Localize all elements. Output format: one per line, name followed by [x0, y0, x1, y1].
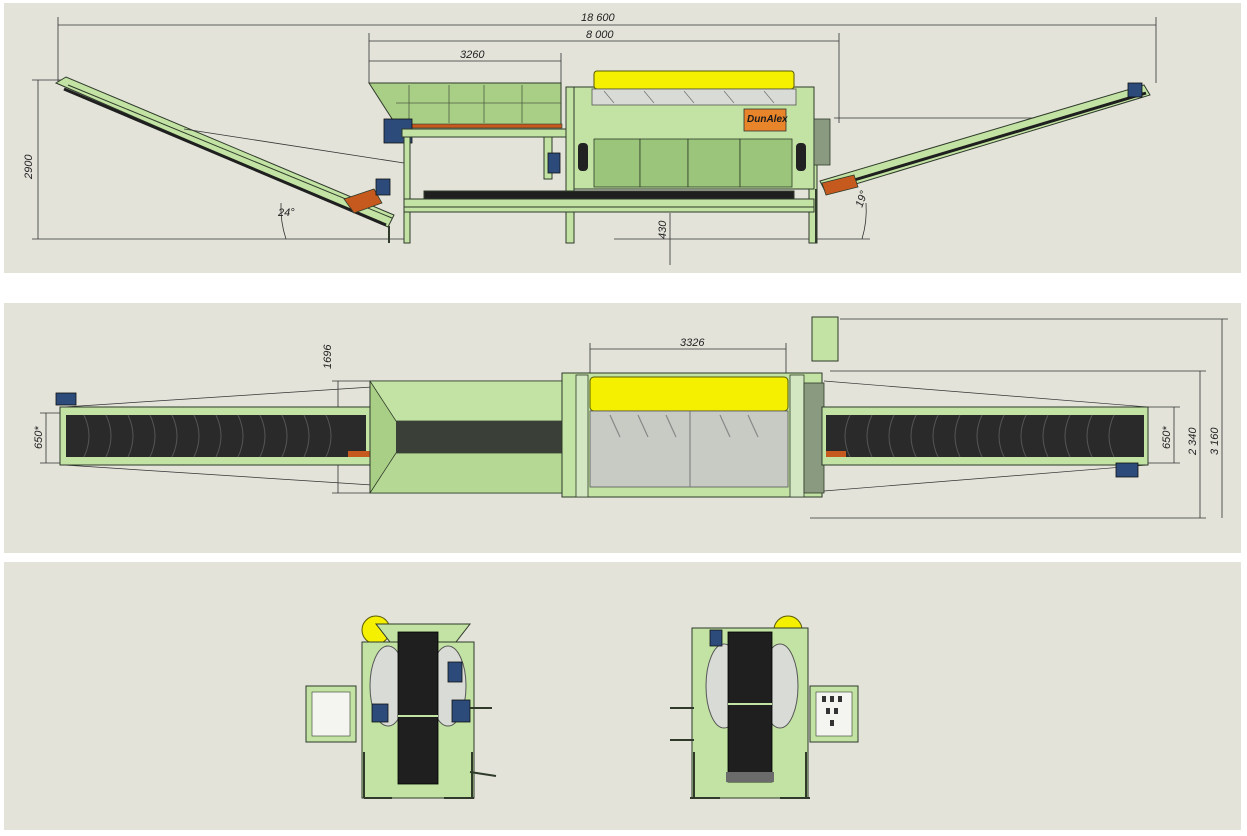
right-conveyor: [815, 82, 1151, 243]
drum-length-label: 3326: [680, 337, 705, 349]
left-conveyor: [54, 76, 405, 243]
side-dimension-lines: [32, 17, 1157, 265]
brand-label: DunAlex: [747, 114, 788, 125]
frame-width-label: 2 340: [1187, 427, 1199, 456]
top-dimension-lines: [40, 318, 1228, 519]
overall-length-label: 18 600: [581, 12, 616, 24]
drum-housing: DunAlex: [547, 70, 831, 190]
top-view-panel: 3326 1696 650* 650* 2 340 3 160: [4, 303, 1241, 553]
end-views-drawing: [305, 615, 859, 799]
hopper-top: [369, 380, 563, 494]
height-label: 2900: [23, 154, 35, 180]
drum-top: [561, 316, 839, 498]
left-angle-label: 24°: [277, 207, 295, 219]
front-end-view: [305, 615, 497, 799]
hopper-length-label: 3260: [460, 49, 485, 61]
hopper: [368, 82, 563, 144]
overall-width-label: 3 160: [1209, 427, 1221, 455]
side-view-drawing: 18 600 8 000 3260 2900 24° 19° 430: [23, 12, 1157, 265]
side-view-panel: 18 600 8 000 3260 2900 24° 19° 430: [4, 3, 1241, 273]
clearance-label: 430: [657, 220, 669, 239]
right-conveyor-top: [821, 380, 1149, 492]
belt-width-right-label: 650*: [1161, 426, 1173, 449]
left-conveyor-top: [55, 386, 373, 486]
top-view-drawing: 3326 1696 650* 650* 2 340 3 160: [33, 316, 1228, 519]
right-angle-label: 19°: [854, 189, 871, 209]
belt-width-left-label: 650*: [33, 426, 45, 449]
frame-length-label: 8 000: [586, 29, 614, 41]
rear-end-view: [670, 615, 859, 799]
hopper-width-label: 1696: [322, 344, 334, 369]
end-views-panel: [4, 562, 1241, 830]
